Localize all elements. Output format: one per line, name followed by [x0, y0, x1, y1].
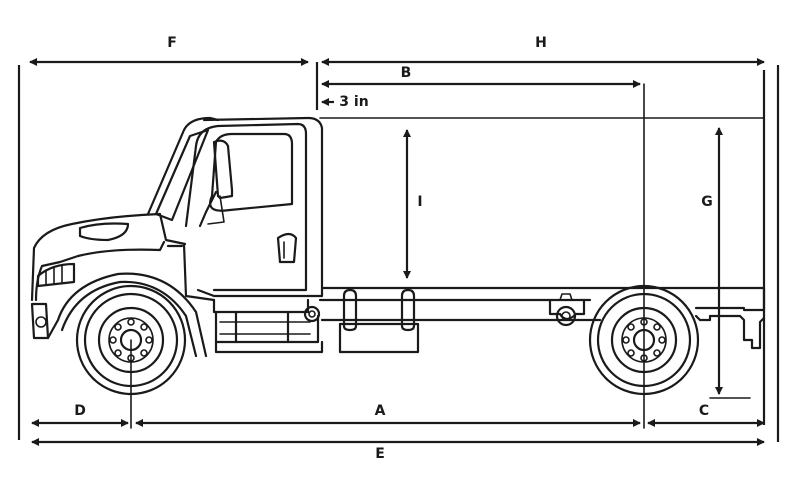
- label-a: A: [374, 403, 386, 419]
- chassis-frame: [318, 286, 766, 354]
- label-b: B: [400, 65, 412, 81]
- label-h: H: [535, 35, 547, 51]
- truck-cab: [30, 116, 324, 358]
- label-i: I: [417, 194, 423, 210]
- dimension-arrows: [29, 58, 765, 446]
- label-g: G: [701, 194, 713, 210]
- label-d: D: [74, 403, 86, 419]
- label-offset: 3 in: [339, 94, 369, 110]
- front-wheel: [75, 284, 187, 396]
- label-e: E: [375, 446, 385, 462]
- label-c: C: [698, 403, 710, 419]
- label-f: F: [167, 35, 177, 51]
- extension-lines: [17, 62, 780, 442]
- rear-wheel: [588, 284, 700, 396]
- axle-reference-lines: [130, 83, 645, 429]
